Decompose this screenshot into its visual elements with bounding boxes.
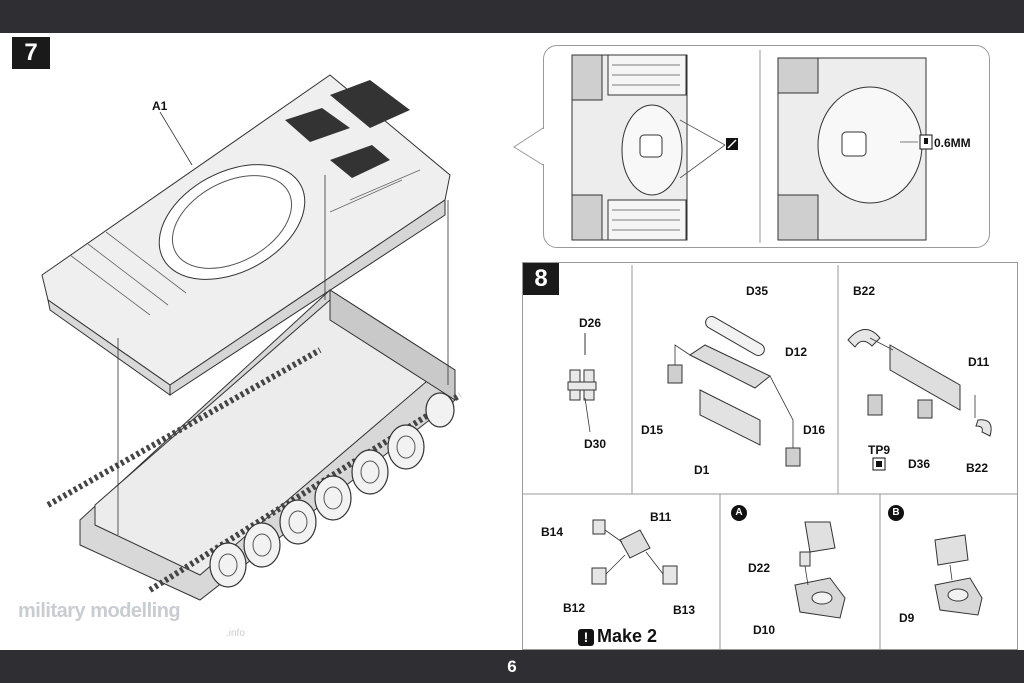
part-label-b11: B11: [650, 510, 672, 524]
sub-step-b-marker: B: [888, 505, 904, 521]
part-label-b22-top: B22: [853, 284, 876, 298]
part-label-d15: D15: [641, 423, 664, 437]
part-label-tp9: TP9: [868, 443, 891, 457]
step-8-panel: [522, 262, 1018, 650]
step-8-badge: 8: [523, 263, 559, 295]
part-label-b13: B13: [673, 603, 696, 617]
part-label-a1: A1: [152, 99, 168, 113]
watermark-logo: military modelling: [18, 600, 181, 622]
warning-icon: !: [578, 628, 594, 646]
make-2-note: !Make 2: [578, 626, 657, 647]
bottom-band: [0, 650, 1024, 683]
part-label-d30: D30: [584, 437, 607, 451]
step-7-badge: 7: [12, 37, 50, 69]
part-label-d11: D11: [968, 355, 990, 369]
watermark-suffix: .info: [226, 628, 245, 639]
top-band: [0, 0, 1024, 33]
part-label-d16: D16: [803, 423, 826, 437]
part-label-d1: D1: [694, 463, 710, 477]
part-label-d36: D36: [908, 457, 931, 471]
sub-step-a-marker: A: [731, 505, 747, 521]
part-label-d22: D22: [748, 561, 771, 575]
part-label-b14: B14: [541, 525, 564, 539]
part-label-d9: D9: [899, 611, 915, 625]
part-label-d35: D35: [746, 284, 769, 298]
thickness-label: 0.6MM: [934, 136, 971, 150]
part-label-d26: D26: [579, 316, 602, 330]
part-label-d10: D10: [753, 623, 776, 637]
part-label-b12: B12: [563, 601, 586, 615]
part-label-d12: D12: [785, 345, 808, 359]
part-label-b22-bottom: B22: [966, 461, 989, 475]
page-number: 6: [507, 657, 517, 676]
make-2-text: Make 2: [597, 626, 658, 646]
